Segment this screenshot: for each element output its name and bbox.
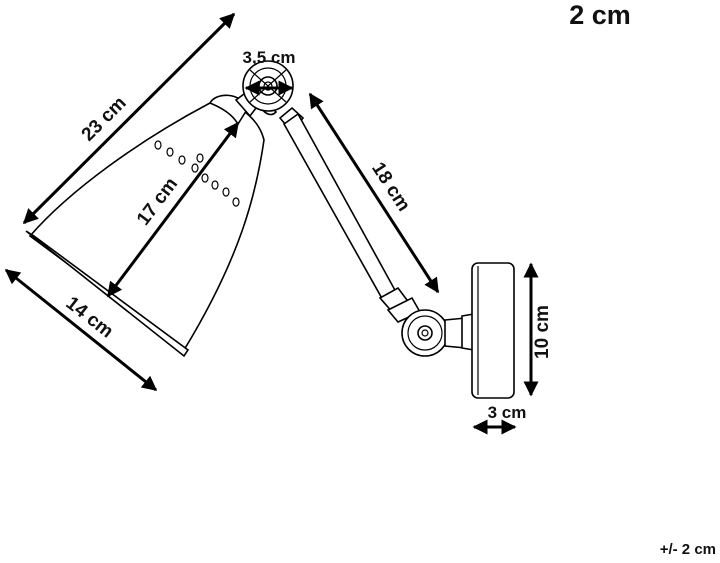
dim-line-arm-length [308,92,440,294]
label-base-depth: 3 cm [488,403,527,422]
label-base-height: 10 cm [532,305,553,359]
bottom-joint [401,309,475,357]
dim-line-shade-opening [4,268,158,392]
label-joint-diameter: 3,5 cm [243,48,296,67]
label-arm-length: 18 cm [367,159,414,216]
diagram-title: 2 cm [569,0,631,30]
wall-base [471,262,515,399]
top-joint [242,60,294,112]
tolerance-note: +/- 2 cm [660,541,716,558]
dim-line-shade-length [22,12,236,225]
lamp-arm [278,106,422,323]
label-shade-length: 23 cm [78,93,131,146]
dim-line-shade-depth [106,121,240,298]
